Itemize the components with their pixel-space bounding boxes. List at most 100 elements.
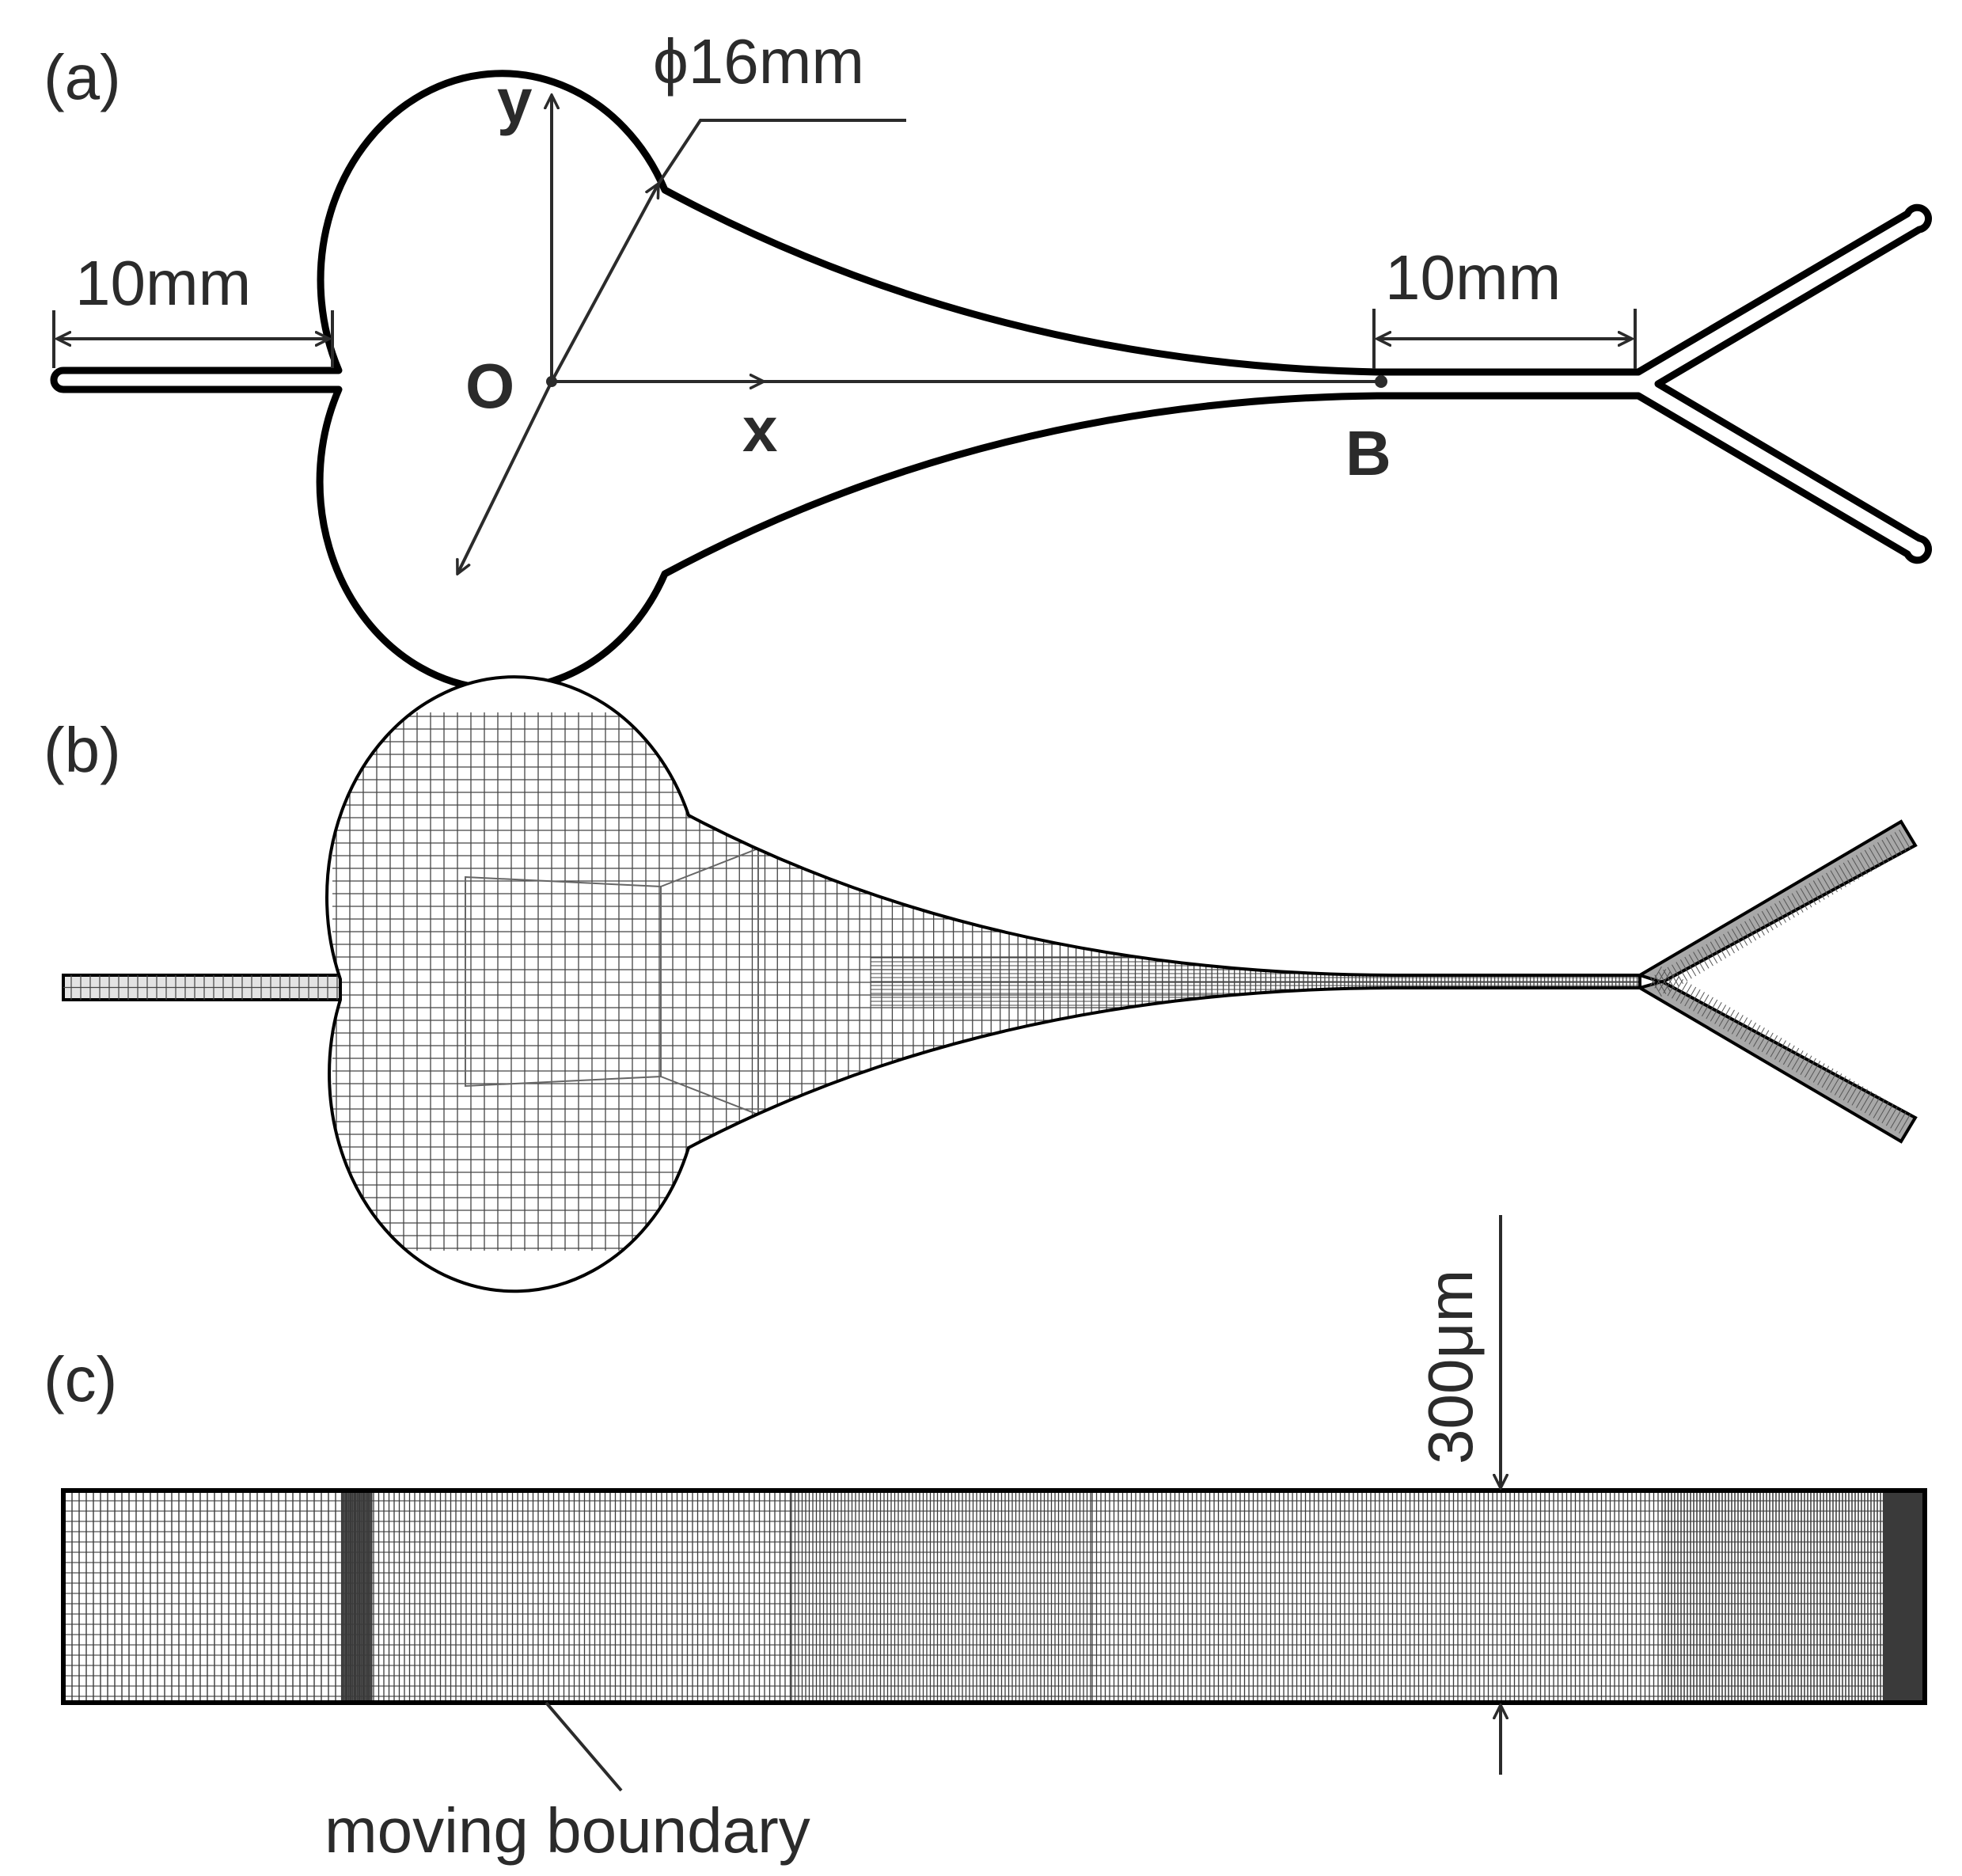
- mesh-line: [1804, 885, 1816, 906]
- mesh-line: [1757, 1030, 1770, 1050]
- mesh-line: [1782, 898, 1795, 918]
- moving-boundary-leader: [545, 1701, 623, 1792]
- mesh-line: [1800, 1055, 1812, 1076]
- panel-b-label: (b): [44, 715, 121, 785]
- mesh-line: [1718, 936, 1731, 956]
- mesh-line: [1830, 870, 1842, 890]
- panel-c: (c) 300μm moving boundary: [44, 1215, 1927, 1866]
- mesh-line: [1842, 862, 1855, 883]
- mesh-line: [1787, 895, 1800, 916]
- mesh-line: [1894, 1111, 1907, 1131]
- mesh-line: [1770, 906, 1782, 925]
- mesh-line: [1714, 939, 1727, 959]
- mesh-line: [1808, 883, 1821, 903]
- mesh-line: [1842, 1080, 1855, 1101]
- mesh-line: [1649, 966, 1662, 986]
- mesh-line: [1774, 1040, 1786, 1060]
- panel-a-label: (a): [44, 42, 121, 112]
- mesh-line: [1899, 1114, 1911, 1134]
- mesh-line: [1761, 1032, 1774, 1053]
- mesh-line: [1701, 946, 1713, 966]
- mesh-line: [1663, 974, 1675, 994]
- mesh-line: [1830, 1073, 1842, 1093]
- mesh-line: [1778, 1042, 1791, 1062]
- mesh-line: [1821, 1068, 1834, 1088]
- mesh-line: [1675, 982, 1688, 1001]
- panel-c-label: (c): [44, 1344, 117, 1415]
- mesh-line: [1881, 839, 1894, 860]
- mesh-line: [1654, 974, 1667, 994]
- mesh-line: [1812, 880, 1825, 900]
- origin-label: O: [465, 351, 514, 421]
- mesh-line: [1706, 944, 1718, 964]
- mesh-line: [1899, 829, 1911, 849]
- mesh-line: [1826, 872, 1838, 893]
- mesh-line: [1688, 989, 1701, 1009]
- mesh-line: [1885, 1106, 1898, 1126]
- mesh-line: [1770, 1038, 1782, 1058]
- mesh-line: [1864, 1093, 1877, 1114]
- moving-boundary-label: moving boundary: [324, 1795, 810, 1866]
- branch-mesh-grid: [1649, 829, 1911, 1134]
- mesh-line: [1688, 954, 1701, 974]
- mesh-line: [1693, 992, 1706, 1012]
- mesh-line: [1869, 1096, 1881, 1116]
- mesh-line: [1727, 931, 1740, 951]
- cross-section-outline: [61, 1488, 1927, 1705]
- diameter-arrow: [550, 184, 658, 382]
- mesh-line: [1774, 903, 1786, 923]
- mesh-line: [1826, 1070, 1838, 1091]
- mesh-line: [1714, 1004, 1727, 1024]
- diameter-label: ϕ16mm: [653, 26, 864, 97]
- mesh-line: [1654, 969, 1667, 989]
- mesh-line: [1778, 901, 1791, 921]
- mesh-line: [1847, 860, 1860, 880]
- mesh-line: [1667, 976, 1679, 997]
- mesh-line: [1697, 949, 1710, 969]
- panel-b: (b): [44, 675, 1918, 1293]
- mesh-line: [1860, 852, 1873, 872]
- mesh-line: [1791, 1050, 1804, 1070]
- mesh-block-edge: [660, 847, 759, 1116]
- point-b-label: B: [1345, 418, 1391, 488]
- branch-mesh-lower: [1635, 979, 1918, 1144]
- mesh-line: [1890, 834, 1903, 854]
- mesh-line: [1847, 1083, 1860, 1103]
- mesh-line: [1791, 893, 1804, 913]
- mesh-line: [1684, 986, 1697, 1007]
- mesh-line: [1684, 956, 1697, 977]
- mesh-line: [1706, 999, 1718, 1020]
- outlet-length-label: 10mm: [1385, 242, 1561, 313]
- mesh-line: [1864, 849, 1877, 870]
- mesh-line: [1710, 941, 1722, 962]
- mesh-line: [1727, 1012, 1740, 1032]
- mesh-line: [1839, 1078, 1851, 1099]
- branch-mesh-upper: [1636, 819, 1918, 985]
- mesh-line: [1744, 1022, 1757, 1042]
- mesh-line: [1736, 1017, 1748, 1037]
- mesh-line: [1710, 1001, 1722, 1022]
- mesh-line: [1766, 908, 1778, 929]
- mesh-line: [1834, 1076, 1846, 1096]
- cross-section-mesh: [63, 1491, 1925, 1703]
- channel-outline: [50, 70, 1932, 693]
- mesh-line: [1761, 910, 1774, 931]
- mesh-line: [1808, 1060, 1821, 1080]
- mesh-line: [1796, 1053, 1808, 1073]
- mesh-line: [1740, 1020, 1752, 1040]
- mesh-line: [1723, 933, 1735, 954]
- y-axis-label: y: [497, 66, 533, 136]
- mesh-line: [1672, 964, 1683, 984]
- mesh-line: [1679, 984, 1692, 1004]
- mesh-line: [1675, 962, 1688, 982]
- mesh-line: [1851, 857, 1864, 877]
- diameter-leader: [657, 119, 906, 185]
- mesh-line: [1757, 913, 1770, 933]
- mesh-line: [1693, 951, 1706, 971]
- mesh-line: [1804, 1058, 1816, 1078]
- mesh-line: [1881, 1103, 1894, 1124]
- mesh-line: [1663, 969, 1675, 989]
- mesh-line: [1649, 977, 1662, 997]
- mesh-line: [1855, 855, 1868, 875]
